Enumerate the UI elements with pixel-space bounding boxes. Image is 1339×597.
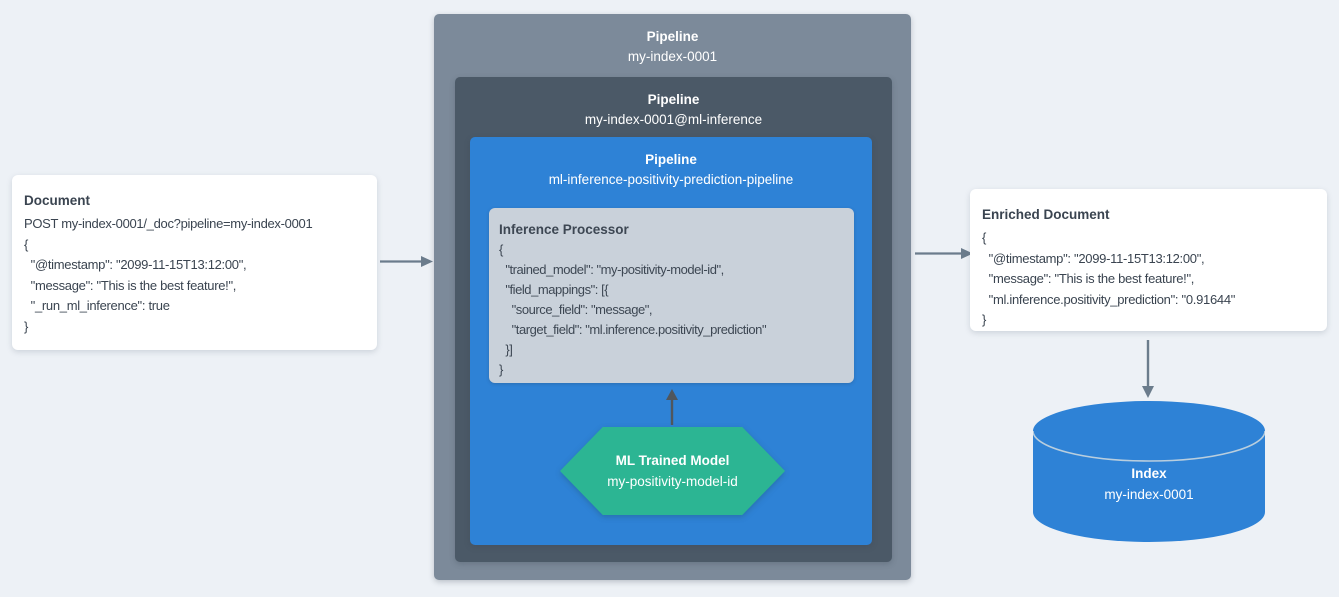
code-line: "trained_model": "my-positivity-model-id… bbox=[499, 262, 724, 277]
pipeline-ml-inference-type-label: Pipeline bbox=[647, 92, 700, 107]
document-card: Document POST my-index-0001/_doc?pipelin… bbox=[12, 175, 377, 350]
document-json: POST my-index-0001/_doc?pipeline=my-inde… bbox=[24, 214, 365, 337]
ml-trained-model-hexagon: ML Trained Model my-positivity-model-id bbox=[560, 427, 785, 515]
code-line: } bbox=[982, 312, 987, 327]
code-line: { bbox=[982, 230, 987, 245]
pipeline-positivity-name: ml-inference-positivity-prediction-pipel… bbox=[548, 172, 794, 187]
code-line: { bbox=[24, 236, 29, 252]
code-line: "_run_ml_inference": true bbox=[24, 298, 170, 313]
pipeline-outer-name: my-index-0001 bbox=[627, 49, 718, 64]
code-line: "source_field": "message", bbox=[499, 302, 653, 317]
arrow-up-icon bbox=[666, 389, 678, 425]
code-line: "target_field": "ml.inference.positivity… bbox=[499, 322, 767, 337]
arrow-right-icon bbox=[380, 256, 433, 267]
ml-trained-model-title: ML Trained Model bbox=[615, 453, 730, 468]
code-line: "message": "This is the best feature!", bbox=[982, 271, 1195, 286]
code-line: "ml.inference.positivity_prediction": "0… bbox=[982, 291, 1236, 307]
code-line: } bbox=[24, 318, 29, 334]
code-line: }] bbox=[499, 342, 513, 357]
code-line: "@timestamp": "2099-11-15T13:12:00", bbox=[982, 250, 1205, 266]
document-card-title: Document bbox=[24, 193, 91, 208]
index-label: Index bbox=[1131, 466, 1167, 481]
database-cylinder-icon bbox=[1033, 401, 1265, 542]
arrow-down-icon bbox=[1142, 340, 1154, 398]
enriched-document-title: Enriched Document bbox=[982, 207, 1110, 222]
inference-processor-json: { "trained_model": "my-positivity-model-… bbox=[499, 240, 844, 380]
code-line: } bbox=[499, 362, 503, 377]
code-line: { bbox=[499, 242, 503, 257]
inference-processor-box: Inference Processor { "trained_model": "… bbox=[489, 208, 854, 383]
code-line: "field_mappings": [{ bbox=[499, 282, 609, 297]
pipeline-ml-inference-name: my-index-0001@ml-inference bbox=[584, 112, 763, 127]
pipeline-positivity-type-label: Pipeline bbox=[645, 152, 697, 167]
inference-processor-title: Inference Processor bbox=[499, 222, 629, 237]
code-line: "message": "This is the best feature!", bbox=[24, 277, 237, 293]
index-label-group: Index my-index-0001 bbox=[1033, 463, 1265, 505]
index-cylinder: Index my-index-0001 bbox=[1033, 401, 1265, 542]
pipeline-outer-type-label: Pipeline bbox=[646, 29, 699, 44]
ml-trained-model-name: my-positivity-model-id bbox=[607, 474, 738, 489]
index-name: my-index-0001 bbox=[1104, 487, 1194, 502]
code-line: POST my-index-0001/_doc?pipeline=my-inde… bbox=[24, 216, 313, 231]
arrow-right-icon bbox=[915, 248, 973, 259]
ml-trained-model-shape: ML Trained Model my-positivity-model-id bbox=[560, 427, 785, 515]
code-line: "@timestamp": "2099-11-15T13:12:00", bbox=[24, 257, 247, 272]
enriched-document-json: { "@timestamp": "2099-11-15T13:12:00", "… bbox=[982, 228, 1315, 331]
enriched-document-card: Enriched Document { "@timestamp": "2099-… bbox=[970, 189, 1327, 331]
